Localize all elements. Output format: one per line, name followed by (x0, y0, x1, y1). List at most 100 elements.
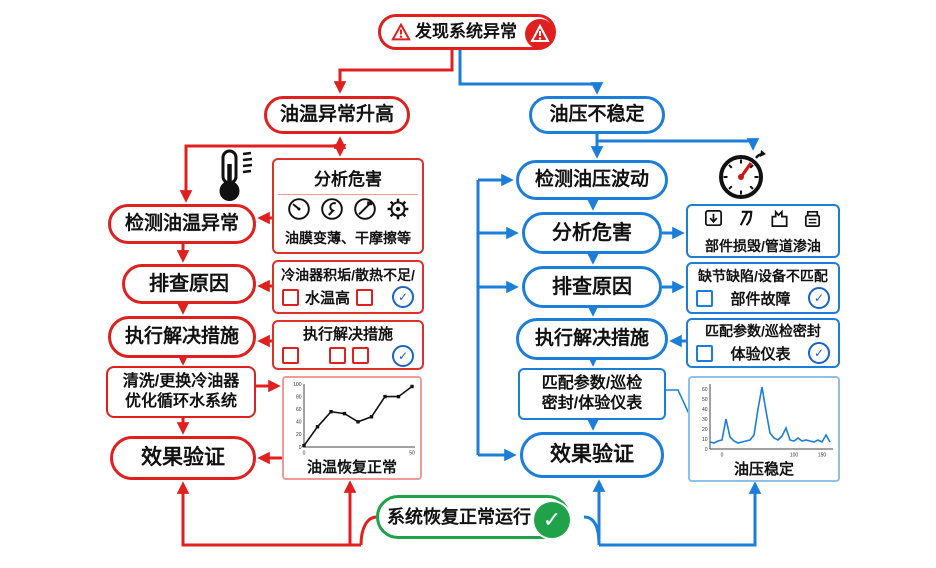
node-analyze-hazard-right: 分析危害 (522, 212, 662, 254)
checkbox-square (282, 288, 299, 306)
node-label: 效果验证 (550, 442, 634, 466)
check-circle-icon (392, 344, 414, 367)
solution-box-right: 匹配参数/巡检密封 体验仪表 (686, 318, 840, 368)
svg-text:20: 20 (296, 432, 302, 438)
cause-text: 冷油器积垢/散热不足/ (281, 267, 415, 283)
cause-text: 水温高 (305, 289, 351, 307)
node-find-cause-right: 排查原因 (522, 266, 662, 308)
thermometer-icon (210, 148, 258, 211)
node-label: 检测油压波动 (534, 169, 649, 191)
success-check-icon (532, 500, 572, 540)
solution-box-left: 执行解决措施 (272, 320, 424, 370)
solution-check-row (278, 344, 418, 368)
broken-gear-icon (769, 208, 790, 234)
svg-text:0: 0 (299, 445, 302, 451)
cause-box-right: 缺节缺陷/设备不匹配 部件故障 (686, 262, 840, 314)
cause-check-row: 部件故障 (692, 286, 834, 310)
checkbox-square (356, 288, 374, 306)
cause-box-left: 冷油器积垢/散热不足/ 水温高 (272, 260, 424, 314)
action-line: 密封/体验仪表 (541, 395, 643, 412)
svg-text:100: 100 (293, 382, 302, 388)
cause-check-row: 水温高 (278, 285, 418, 309)
node-label: 执行解决措施 (124, 326, 239, 348)
node-detect-oil-pressure: 检测油压波动 (516, 160, 668, 200)
node-execute-solution-right: 执行解决措施 (516, 318, 668, 360)
checkbox-square (282, 347, 299, 364)
action-line: 优化循环水系统 (124, 393, 237, 410)
chart-caption: 油压稳定 (733, 461, 794, 478)
hazard-box-left: 分析危害 油膜变薄、干摩擦等 (272, 158, 424, 254)
solution-title: 执行解决措施 (302, 325, 393, 343)
node-label: 检测油温异常 (124, 213, 239, 235)
cause-text: 部件故障 (730, 290, 791, 308)
checkbox-square (696, 344, 713, 362)
checkbox-square (696, 289, 713, 307)
wrench-circle-icon (320, 197, 344, 226)
node-label: 执行解决措施 (534, 328, 649, 350)
svg-text:10: 10 (702, 437, 708, 443)
damage-icon-row (692, 206, 834, 236)
node-execute-solution-left: 执行解决措施 (108, 316, 256, 358)
svg-text:100: 100 (790, 453, 799, 459)
node-action-right: 匹配参数/巡检 密封/体验仪表 (518, 368, 666, 420)
cause-text: 缺节缺陷/设备不匹配 (698, 268, 828, 284)
node-find-cause-left: 排查原因 (122, 264, 256, 304)
hammer-circle-icon (353, 197, 377, 226)
check-circle-icon (807, 287, 830, 309)
solution-text: 体验仪表 (730, 345, 791, 363)
svg-text:60: 60 (702, 387, 708, 393)
start-label: 发现系统异常 (415, 22, 517, 42)
svg-text:60: 60 (296, 407, 302, 413)
warning-triangle-icon (391, 23, 411, 41)
chart-caption: 油温恢复正常 (306, 459, 397, 476)
damage-caption: 部件损毁/管道渗油 (705, 238, 821, 254)
node-oil-temp-rise: 油温异常升高 (264, 96, 410, 134)
node-label: 效果验证 (141, 445, 225, 469)
damage-box-right: 部件损毁/管道渗油 (686, 204, 840, 258)
svg-text:40: 40 (296, 420, 302, 426)
sealed-container-icon (802, 208, 823, 234)
alert-badge-icon (525, 19, 555, 53)
hazard-icon-row (278, 195, 418, 228)
solution-text: 匹配参数/巡检密封 (705, 323, 821, 339)
hazard-title: 分析危害 (278, 162, 418, 195)
end-label: 系统恢复正常运行 (387, 506, 531, 527)
node-label: 排查原因 (552, 275, 632, 298)
action-line: 清洗/更换冷油器 (122, 373, 240, 390)
gear-icon (386, 197, 410, 226)
node-action-left: 清洗/更换冷油器 优化循环水系统 (106, 366, 256, 418)
node-verify-right: 效果验证 (520, 432, 664, 478)
svg-text:0: 0 (705, 447, 708, 453)
svg-text:50: 50 (702, 397, 708, 403)
hazard-caption: 油膜变薄、干摩擦等 (285, 230, 411, 246)
check-circle-icon (392, 286, 414, 308)
svg-text:0: 0 (721, 453, 724, 459)
solution-check-row: 体验仪表 (692, 341, 834, 365)
node-label: 分析危害 (552, 221, 632, 244)
checkbox-square (352, 347, 369, 364)
pressure-gauge-icon (714, 146, 774, 209)
node-verify-left: 效果验证 (110, 436, 256, 480)
lever-icon (736, 208, 757, 234)
dashboard-icon (287, 197, 311, 226)
svg-text:20: 20 (702, 427, 708, 433)
node-detect-oil-temp: 检测油温异常 (108, 204, 256, 244)
monitor-arrow-icon (703, 208, 724, 234)
svg-text:0: 0 (303, 451, 306, 457)
svg-text:40: 40 (702, 407, 708, 413)
svg-text:150: 150 (818, 453, 827, 459)
node-label: 排查原因 (149, 272, 229, 295)
check-circle-icon (807, 342, 830, 364)
action-line: 匹配参数/巡检 (541, 375, 643, 392)
node-label: 油温异常升高 (279, 104, 394, 126)
checkbox-square (329, 347, 346, 364)
svg-text:80: 80 (296, 394, 302, 400)
node-oil-pressure-unstable: 油压不稳定 (529, 96, 665, 134)
start-node: 发现系统异常 (378, 14, 556, 50)
node-label: 油压不稳定 (549, 104, 645, 126)
end-node: 系统恢复正常运行 (376, 495, 572, 540)
